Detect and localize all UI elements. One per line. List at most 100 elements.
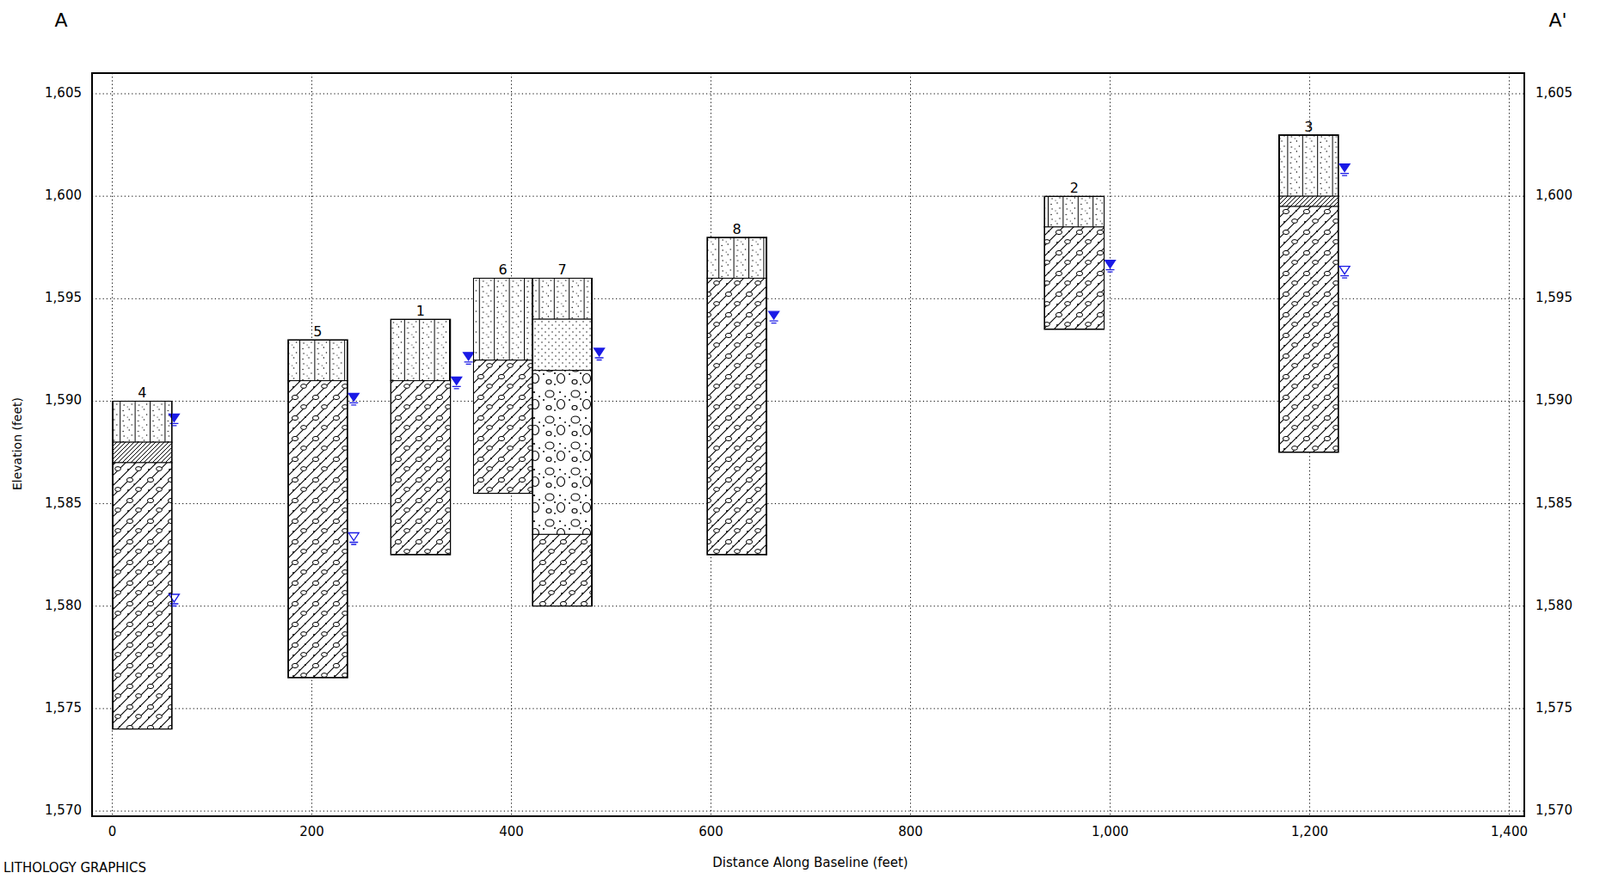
- section-end: A': [1548, 9, 1567, 31]
- plot-frame: [92, 73, 1525, 817]
- water-level-symbol: [594, 348, 605, 361]
- boring-column: 6: [473, 277, 532, 493]
- axis-title: Distance Along Baseline (feet): [712, 855, 908, 871]
- water-level-symbol: [348, 393, 359, 406]
- axis-tick: 200: [299, 824, 325, 840]
- water-triangle: [463, 352, 474, 361]
- lithology-layer: [288, 339, 349, 382]
- axis-tick: 400: [498, 824, 524, 840]
- water-level-symbol: [1105, 260, 1116, 273]
- lithology-layer: [1279, 206, 1340, 453]
- axis-tick: 1,580: [1535, 598, 1573, 614]
- water-triangle: [348, 393, 359, 401]
- axis-tick: 1,590: [44, 393, 82, 409]
- axis-tick: 0: [108, 824, 117, 840]
- water-tick: [169, 603, 179, 607]
- water-level-symbol: [168, 413, 179, 426]
- lithology-layer: [288, 381, 349, 679]
- lithology-layer: [532, 277, 593, 320]
- axis-tick: 1,570: [44, 803, 82, 819]
- lithology-layer: [1279, 135, 1340, 197]
- lithology-layer: [473, 277, 532, 360]
- water-tick: [464, 362, 474, 365]
- water-level-symbol: [348, 532, 359, 545]
- water-triangle: [168, 594, 179, 603]
- water-triangle: [769, 311, 780, 320]
- footer-note: LITHOLOGY GRAPHICS: [3, 861, 147, 876]
- axis-tick: 600: [698, 824, 724, 840]
- water-triangle: [594, 348, 605, 357]
- boring-column: 2: [1044, 196, 1105, 330]
- axis-tick: 1,595: [1535, 291, 1573, 307]
- axis-tick: 1,590: [1535, 393, 1573, 409]
- water-tick: [1340, 173, 1349, 177]
- water-tick: [1340, 276, 1349, 279]
- boring-column: 4: [112, 400, 173, 729]
- grid-line: [1508, 73, 1510, 817]
- lithology-layer: [390, 319, 451, 381]
- water-triangle: [451, 376, 462, 385]
- lithology-layer: [1279, 196, 1340, 207]
- section-end: A: [54, 9, 68, 31]
- axis-tick: 1,605: [1535, 86, 1573, 101]
- axis-tick: 1,400: [1490, 824, 1528, 840]
- axis-tick: 1,575: [44, 701, 82, 716]
- lithology-layer: [473, 360, 532, 494]
- boring-number: 4: [137, 385, 147, 402]
- water-triangle: [348, 532, 359, 541]
- lithology-layer: [532, 370, 593, 536]
- boring-number: 6: [498, 262, 508, 279]
- boring-number: 7: [558, 262, 567, 279]
- lithology-layer: [390, 381, 451, 556]
- water-level-symbol: [1339, 164, 1350, 177]
- lithology-layer: [112, 462, 173, 730]
- boring-column: 3: [1279, 135, 1340, 453]
- water-triangle: [1339, 164, 1350, 173]
- lithology-layer: [1044, 196, 1105, 228]
- water-tick: [595, 357, 604, 361]
- axis-tick: 1,200: [1291, 824, 1329, 840]
- water-tick: [169, 423, 179, 426]
- water-tick: [349, 402, 358, 406]
- water-tick: [769, 320, 779, 324]
- lithology-layer: [532, 319, 593, 371]
- lithology-layer: [532, 534, 593, 606]
- boring-fills: [112, 135, 1340, 730]
- axis-tick: 1,595: [44, 291, 82, 307]
- water-level-symbol: [1339, 266, 1350, 279]
- water-triangle: [168, 413, 179, 422]
- water-level-symbol: [168, 594, 179, 607]
- grid-line: [910, 73, 911, 817]
- water-levels: [168, 164, 1350, 607]
- boring-column: 1: [390, 319, 451, 555]
- lithology-layer: [1044, 227, 1105, 330]
- lithology-layer: [707, 237, 768, 279]
- boring-number: 3: [1304, 119, 1313, 136]
- axis-tick: 1,585: [44, 496, 82, 511]
- lithology-layer: [707, 277, 768, 555]
- axis-title: Elevation (feet): [10, 397, 25, 491]
- boring-column: 8: [707, 237, 768, 555]
- water-level-symbol: [451, 376, 462, 389]
- axis-tick: 1,585: [1535, 496, 1573, 511]
- water-tick: [1106, 270, 1115, 273]
- water-triangle: [1105, 260, 1116, 269]
- axis-tick: 1,605: [44, 86, 82, 101]
- axis-tick: 1,570: [1535, 803, 1573, 819]
- boring-column: 5: [288, 339, 349, 678]
- boring-number: 1: [416, 303, 425, 320]
- axis-tick: 1,575: [1535, 701, 1573, 716]
- water-triangle: [1339, 266, 1350, 275]
- water-level-symbol: [463, 352, 474, 365]
- axis-tick: 1,000: [1091, 824, 1129, 840]
- water-tick: [349, 541, 358, 545]
- lithology-layer: [112, 442, 173, 463]
- boring-number: 5: [313, 324, 322, 341]
- boring-number: 8: [732, 221, 742, 239]
- grid-line: [92, 93, 1525, 95]
- axis-tick: 1,580: [44, 598, 82, 614]
- water-tick: [452, 386, 462, 389]
- grid: [92, 73, 1525, 817]
